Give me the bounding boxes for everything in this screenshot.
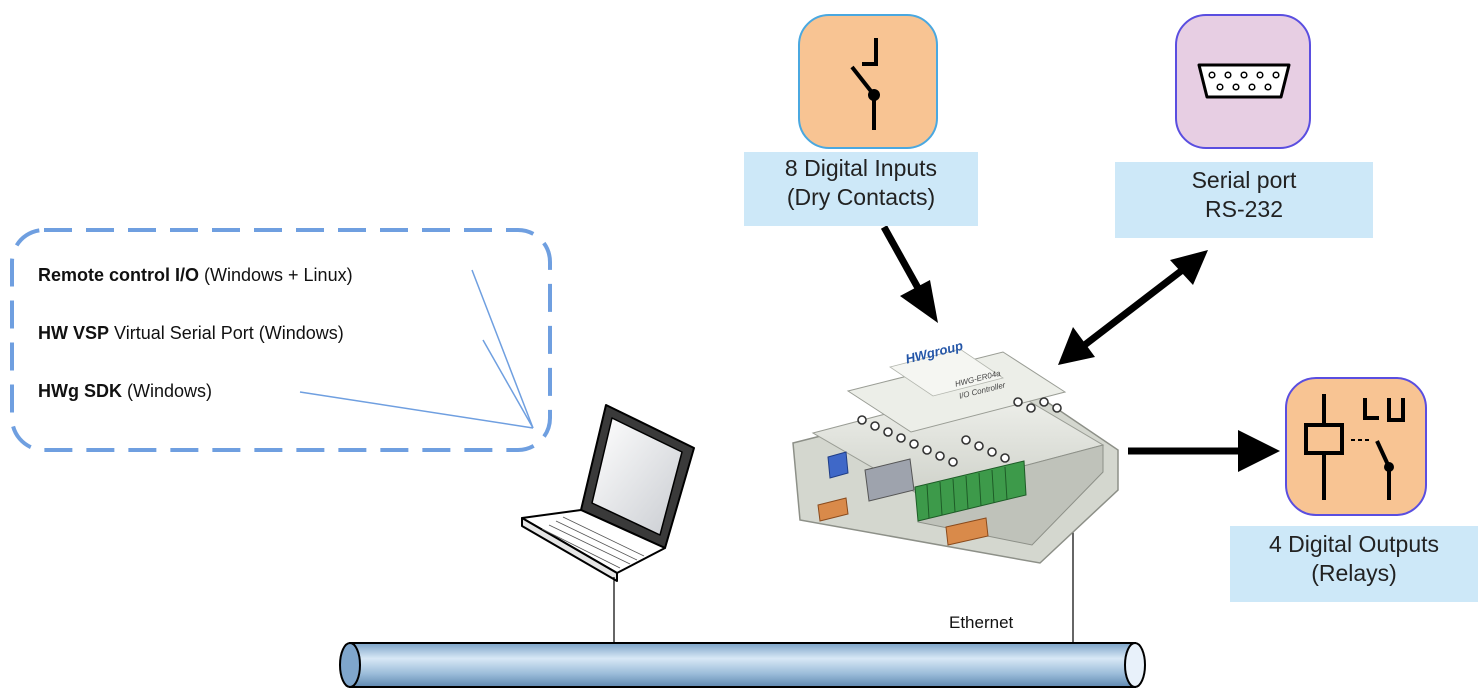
software-item-platform: (Windows) [122,381,213,401]
relay-icon [1285,377,1427,516]
digital-inputs-subtitle: (Dry Contacts) [786,184,936,210]
software-item-platform: Virtual Serial Port (Windows) [109,323,344,343]
db9-connector-icon [1175,14,1311,149]
digital-outputs-caption: 4 Digital Outputs (Relays) [1230,526,1478,602]
software-connector-lines [299,269,534,429]
network-drop-lines [613,528,1074,645]
serial-arrow-head-port [1170,250,1208,285]
inputs-arrow-head [900,280,938,323]
software-box-border [10,228,552,452]
serial-arrow-head-device [1058,327,1095,365]
inputs-to-device-arrow [880,225,922,290]
arrows [880,225,1240,455]
software-item-name: HW VSP [38,323,110,343]
digital-inputs-title: 8 Digital Inputs [784,155,938,181]
software-item-hw-vsp: HW VSP Virtual Serial Port (Windows) [38,323,344,344]
serial-arrow-shaft [1079,265,1188,350]
software-item-name: Remote control I/O [38,265,200,285]
software-item-remote-control: Remote control I/O (Windows + Linux) [38,265,353,286]
outputs-arrow-head [1238,430,1280,472]
digital-outputs-subtitle: (Relays) [1311,560,1397,586]
ethernet-pipe [339,642,1146,688]
digital-outputs-title: 4 Digital Outputs [1268,531,1440,557]
ethernet-label: Ethernet [949,613,1014,632]
serial-port-title: Serial port [1191,167,1297,193]
laptop-icon [521,404,695,582]
dry-contact-switch-icon [798,14,938,149]
software-item-name: HWg SDK [38,381,122,401]
serial-port-subtitle: RS-232 [1205,196,1283,222]
serial-port-caption: Serial port RS-232 [1115,162,1373,238]
io-controller-device [792,348,1119,564]
software-item-platform: (Windows + Linux) [199,265,353,285]
digital-inputs-caption: 8 Digital Inputs (Dry Contacts) [744,152,978,226]
software-item-hwg-sdk: HWg SDK (Windows) [38,381,212,402]
